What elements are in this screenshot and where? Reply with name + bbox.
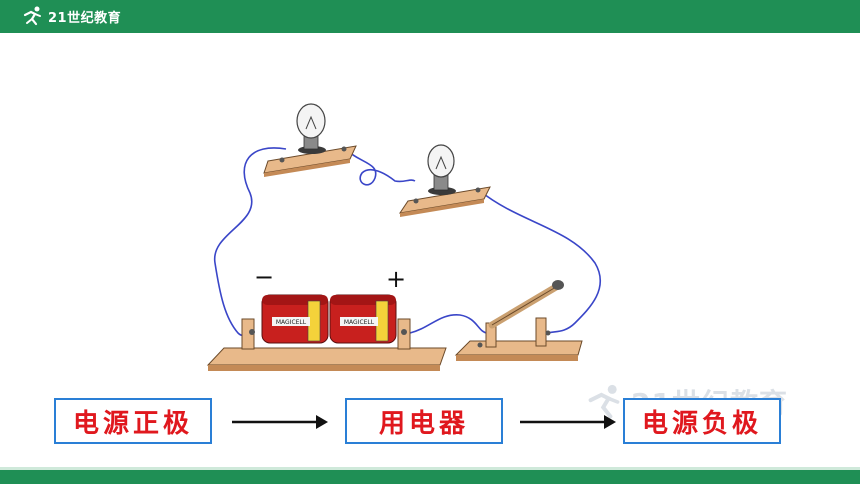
flow-step-positive-terminal: 电源正极	[54, 398, 212, 444]
negative-terminal-label: −	[254, 263, 274, 291]
runner-watermark-icon	[588, 384, 620, 419]
runner-logo-icon	[23, 6, 41, 26]
battery-holder: MAGICELL MAGICELL	[206, 294, 447, 371]
bulb-2	[398, 144, 491, 217]
battery-label-2: MAGICELL	[344, 319, 375, 326]
flow-step-negative-terminal: 电源负极	[623, 398, 781, 444]
battery-label-1: MAGICELL	[276, 319, 307, 326]
brand-logo-text: 21世纪教育	[48, 10, 122, 26]
wire-bulb1-to-bulb2	[344, 148, 416, 186]
flow-arrow-2	[520, 415, 616, 429]
knife-switch	[454, 280, 583, 361]
footer-accent-line	[0, 467, 860, 470]
flow-arrow-1	[232, 415, 328, 429]
wire-bulb2-to-switch	[479, 190, 602, 334]
wire-bulb1-to-battery	[214, 147, 287, 337]
bulb-1	[263, 103, 357, 177]
header-bar: 21世纪教育	[0, 0, 860, 33]
footer-bar	[0, 470, 860, 484]
circuit-diagram: MAGICELL MAGICELL − +	[206, 103, 602, 371]
wires	[214, 147, 602, 337]
brand-logo: 21世纪教育	[22, 5, 121, 27]
positive-terminal-label: +	[386, 265, 406, 293]
flow-step-appliance: 用电器	[345, 398, 503, 444]
wire-battery-to-switch	[409, 314, 489, 334]
